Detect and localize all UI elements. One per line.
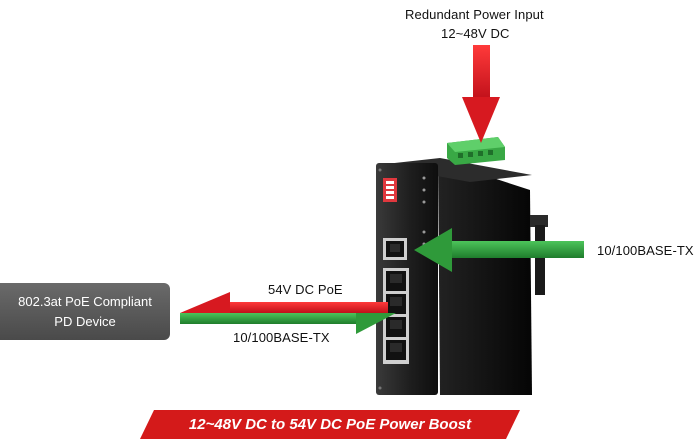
uplink-data-arrow: [414, 228, 584, 272]
switch-side-panel: [438, 160, 532, 395]
uplink-label: 10/100BASE-TX: [597, 243, 694, 258]
banner-text: 12~48V DC to 54V DC PoE Power Boost: [188, 416, 472, 433]
poe-switch: [376, 158, 548, 395]
pd-device-line1: 802.3at PoE Compliant: [18, 293, 152, 309]
downlink-data-arrow: [180, 313, 396, 334]
power-input-arrow: [462, 45, 500, 143]
pd-device-box: 802.3at PoE Compliant PD Device: [0, 283, 170, 340]
pd-device-line2: PD Device: [54, 313, 116, 329]
terminal-block: [447, 137, 505, 165]
power-input-label: Redundant Power Input: [405, 7, 544, 22]
poe-power-arrow: [180, 292, 388, 313]
power-input-voltage-label: 12~48V DC: [441, 26, 510, 41]
uplink-port: [383, 238, 407, 260]
din-rail: [535, 225, 545, 295]
downlink-label: 10/100BASE-TX: [233, 330, 330, 345]
power-boost-banner: 12~48V DC to 54V DC PoE Power Boost: [140, 410, 520, 439]
poe-output-label: 54V DC PoE: [268, 282, 343, 297]
din-rail-clip: [530, 215, 548, 227]
